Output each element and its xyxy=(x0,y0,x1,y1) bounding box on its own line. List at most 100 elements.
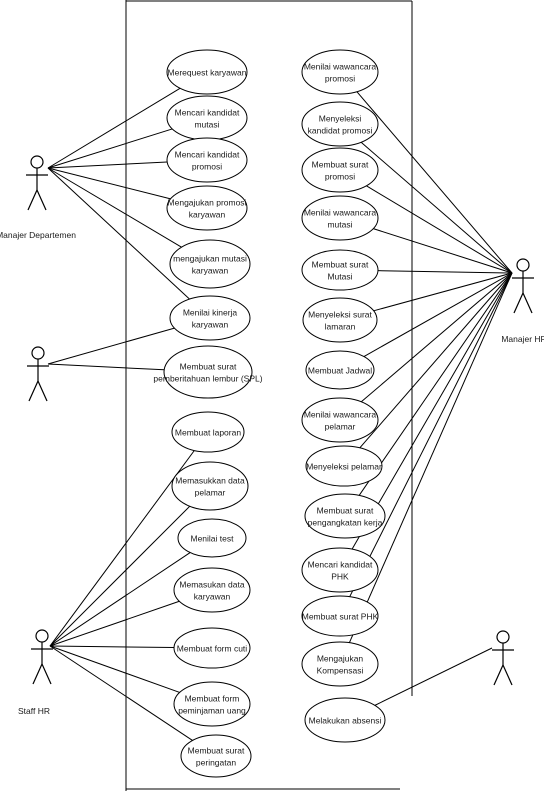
association-unnamed-actor-uc6 xyxy=(47,327,175,365)
use-case-ellipse[interactable] xyxy=(301,101,379,147)
use-case-uc10[interactable]: Menilai test xyxy=(177,518,247,558)
use-case-ellipse[interactable] xyxy=(180,734,252,778)
use-case-label: Memasukkan data xyxy=(175,476,245,486)
actor-label: Staff HR xyxy=(18,706,50,716)
use-case-label: Mengajukan xyxy=(317,654,364,664)
use-case-ellipse[interactable] xyxy=(173,627,251,669)
use-case-uc21[interactable]: Membuat Jadwal xyxy=(305,350,375,390)
use-case-ellipse[interactable] xyxy=(171,411,245,453)
actor-staff-hr: Staff HR xyxy=(18,629,53,716)
use-case-label: Menilai wawancara xyxy=(304,62,377,72)
use-case-label: Menyeleksi pelamar xyxy=(306,462,382,472)
use-case-label: peminjaman uang xyxy=(178,706,246,716)
association-staff-hr-uc11 xyxy=(49,600,180,647)
use-case-ellipse[interactable] xyxy=(301,195,379,241)
stick-figure-icon xyxy=(512,258,534,314)
use-case-label: Menilai wawancara xyxy=(304,208,377,218)
stick-figure-icon xyxy=(27,346,49,402)
use-case-ellipse[interactable] xyxy=(163,345,253,399)
association-staff-hr-uc9 xyxy=(49,505,191,647)
use-case-label: Memasukan data xyxy=(179,580,244,590)
actor-unnamed-actor xyxy=(27,346,49,402)
association-unnamed-actor-uc7 xyxy=(47,363,165,371)
use-case-label: Membuat surat xyxy=(312,260,369,270)
use-case-label: Mencari kandidat xyxy=(175,150,240,160)
use-case-label: Membuat surat xyxy=(188,746,245,756)
use-case-ellipse[interactable] xyxy=(301,397,379,443)
association-right-unnamed-actor-uc28 xyxy=(374,647,493,706)
use-case-uc1[interactable]: Merequest karyawan xyxy=(166,49,248,95)
use-case-uc23[interactable]: Menyeleksi pelamar xyxy=(305,445,383,487)
use-case-ellipse[interactable] xyxy=(301,249,379,291)
use-case-ellipse[interactable] xyxy=(301,49,379,95)
use-case-label: Melakukan absensi xyxy=(309,716,382,726)
use-case-ellipse[interactable] xyxy=(301,147,379,193)
actor-manajer-departemen: Manajer Departemen xyxy=(0,155,76,240)
stick-figure-icon xyxy=(492,630,514,686)
association-manajer-hr-uc16 xyxy=(360,141,513,274)
use-case-ellipse[interactable] xyxy=(304,697,386,743)
use-case-uc26[interactable]: Membuat surat PHK xyxy=(301,595,379,637)
use-case-ellipse[interactable] xyxy=(305,445,383,487)
use-case-uc12[interactable]: Membuat form cuti xyxy=(173,627,251,669)
use-case-label: Membuat surat xyxy=(180,362,237,372)
association-manajer-departemen-uc3 xyxy=(47,161,168,169)
system-boundary xyxy=(125,0,413,791)
use-case-uc3[interactable]: Mencari kandidat promosi xyxy=(166,137,248,183)
use-case-ellipse[interactable] xyxy=(301,641,379,687)
use-case-uc28[interactable]: Melakukan absensi xyxy=(304,697,386,743)
use-case-label: kandidat promosi xyxy=(308,126,373,136)
use-case-label: Mutasi xyxy=(327,272,352,282)
association-manajer-departemen-uc2 xyxy=(47,128,173,169)
association-manajer-hr-uc21 xyxy=(363,272,513,357)
use-case-ellipse[interactable] xyxy=(166,95,248,141)
use-case-ellipse[interactable] xyxy=(166,137,248,183)
use-case-label: Membuat form cuti xyxy=(177,644,247,654)
association-manajer-hr-uc23 xyxy=(359,272,513,449)
use-case-ellipse[interactable] xyxy=(173,567,251,613)
use-case-uc8[interactable]: Membuat laporan xyxy=(171,411,245,453)
use-case-label: promosi xyxy=(192,162,222,172)
use-case-ellipse[interactable] xyxy=(301,547,379,593)
use-case-ellipse[interactable] xyxy=(171,461,249,511)
association-staff-hr-uc12 xyxy=(49,645,175,649)
use-case-ellipse[interactable] xyxy=(304,493,386,539)
association-manajer-hr-uc20 xyxy=(373,272,513,312)
use-case-ellipse[interactable] xyxy=(301,595,379,637)
use-case-label: Merequest karyawan xyxy=(168,68,247,78)
use-case-label: Mengajukan promosi xyxy=(168,198,247,208)
use-case-ellipse[interactable] xyxy=(177,518,247,558)
use-case-ellipse[interactable] xyxy=(169,295,251,341)
association-manajer-departemen-uc6 xyxy=(47,167,190,300)
use-case-label: Membuat surat PHK xyxy=(302,612,379,622)
use-case-ellipse[interactable] xyxy=(302,297,378,343)
association-staff-hr-uc10 xyxy=(49,552,191,647)
use-case-ellipse[interactable] xyxy=(173,681,251,727)
use-case-ellipse[interactable] xyxy=(166,49,248,95)
actor-label: Manajer Departemen xyxy=(0,230,76,240)
use-case-label: Mencari kandidat xyxy=(175,108,240,118)
use-case-ellipse[interactable] xyxy=(305,350,375,390)
use-case-ellipse[interactable] xyxy=(166,185,248,231)
use-case-ellipse[interactable] xyxy=(169,239,251,289)
